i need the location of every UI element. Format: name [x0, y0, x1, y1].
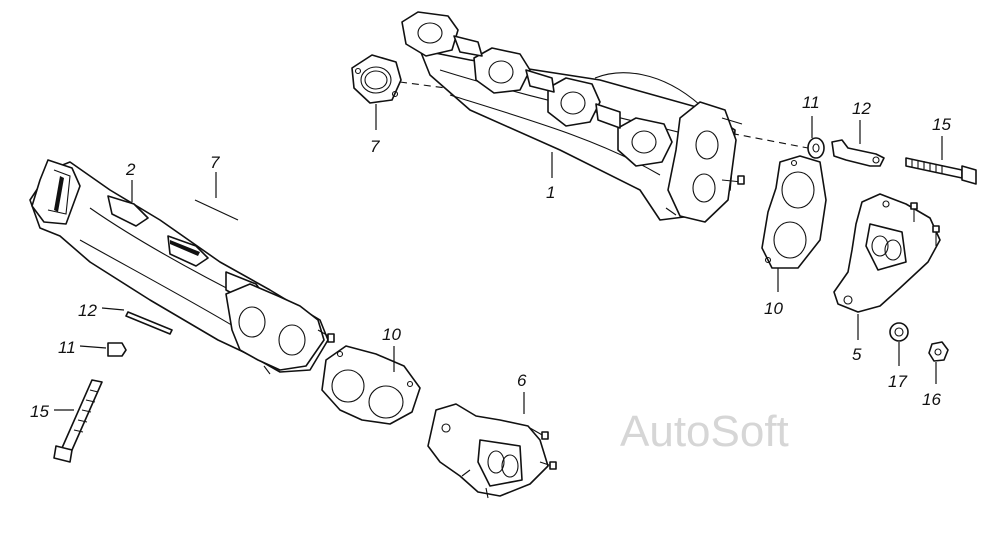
callout-5: 5 [852, 345, 862, 364]
exhaust-manifold-right [401, 11, 745, 223]
callout-16: 16 [922, 390, 941, 409]
exhaust-manifold-left [29, 159, 335, 375]
leader-lines [54, 104, 943, 414]
callout-15-upper: 15 [932, 115, 951, 134]
bracket-upper [831, 139, 885, 167]
callout-17: 17 [888, 372, 907, 391]
callout-11-upper: 11 [802, 93, 820, 112]
bracket-lower [125, 311, 173, 335]
callout-6: 6 [517, 371, 527, 390]
flange-right [833, 193, 941, 313]
washer [889, 322, 909, 342]
callout-7-lower: 7 [210, 153, 220, 172]
callout-10-right: 10 [764, 299, 783, 318]
nut [928, 341, 949, 362]
callout-2: 2 [125, 160, 136, 179]
callout-10-left: 10 [382, 325, 401, 344]
watermark: AutoSoft [620, 407, 789, 456]
callout-15-lower: 15 [30, 402, 49, 421]
flange-gasket-right [761, 155, 827, 269]
bolt-upper [905, 157, 977, 185]
bolt-lower [53, 379, 103, 463]
port-gasket-lower [194, 199, 239, 221]
callout-11-lower: 11 [58, 338, 76, 357]
callout-7-upper: 7 [370, 137, 380, 156]
callout-labels: 1 2 5 6 7 7 10 10 11 11 12 12 15 15 16 1… [30, 93, 951, 421]
flange-left [427, 403, 557, 499]
spacer-upper [807, 137, 825, 159]
flange-gasket-left [321, 345, 421, 425]
callout-1: 1 [546, 183, 555, 202]
callout-12-upper: 12 [852, 99, 871, 118]
spacer-lower [107, 342, 127, 357]
callout-12-lower: 12 [78, 301, 97, 320]
port-gasket-upper [351, 54, 402, 104]
